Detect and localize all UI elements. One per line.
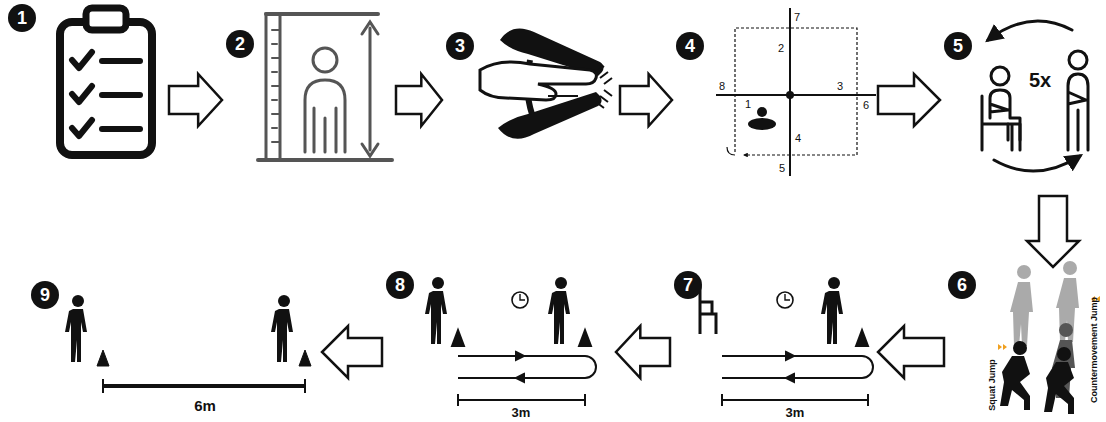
flow-arrow bbox=[322, 326, 382, 378]
flow-arrow bbox=[878, 74, 940, 126]
step-number: 8 bbox=[386, 271, 414, 299]
step-panel: 3 bbox=[446, 32, 616, 160]
flow-arrow bbox=[620, 74, 672, 126]
step-panel: 8 bbox=[386, 271, 612, 411]
timed-up-and-go bbox=[700, 286, 873, 406]
direction-number: 5 bbox=[779, 163, 785, 174]
step-panel: 5 bbox=[944, 32, 1098, 192]
flow-arrow bbox=[616, 326, 670, 378]
step-number: 2 bbox=[226, 30, 254, 58]
jump-label: Countermovement Jump bbox=[1090, 297, 1099, 403]
dimension-label: 3m bbox=[512, 406, 531, 419]
dimension-label: 5x bbox=[1029, 70, 1051, 90]
flow-arrow bbox=[169, 74, 222, 126]
star-excursion-grid bbox=[716, 8, 876, 176]
sit-to-stand-icon bbox=[982, 21, 1088, 171]
direction-number: 4 bbox=[795, 133, 801, 144]
step-panel: 6 bbox=[948, 271, 1098, 419]
walk-test bbox=[452, 292, 596, 406]
dimension-label: 3m bbox=[786, 406, 805, 419]
step-panel: 4 bbox=[676, 32, 874, 172]
step-panel: 9 bbox=[31, 281, 318, 411]
step-number: 3 bbox=[446, 32, 474, 60]
flow-arrow bbox=[1027, 196, 1079, 267]
jump-figures bbox=[998, 261, 1100, 414]
step-number: 7 bbox=[674, 271, 702, 299]
direction-number: 1 bbox=[745, 99, 751, 110]
step-panel: 7 bbox=[674, 271, 874, 411]
direction-number: 8 bbox=[719, 81, 725, 92]
flow-arrow bbox=[396, 74, 442, 126]
step-number: 6 bbox=[948, 271, 976, 299]
step-number: 4 bbox=[676, 32, 704, 60]
direction-number: 3 bbox=[837, 81, 843, 92]
stadiometer-icon bbox=[258, 14, 392, 160]
direction-number: 7 bbox=[794, 12, 800, 23]
step-number: 9 bbox=[31, 281, 59, 309]
flow-arrow bbox=[878, 326, 944, 378]
dynamometer-icon bbox=[480, 28, 612, 138]
clipboard-icon bbox=[60, 8, 152, 155]
step-number: 1 bbox=[8, 4, 36, 32]
step-panel: 1 bbox=[8, 4, 165, 160]
step-number: 5 bbox=[944, 32, 972, 60]
direction-number: 6 bbox=[863, 100, 869, 111]
dimension-label: 6m bbox=[194, 398, 216, 413]
direction-number: 2 bbox=[778, 43, 784, 54]
jump-label: Squat Jump bbox=[988, 359, 997, 411]
step-panel: 2 bbox=[226, 30, 392, 162]
